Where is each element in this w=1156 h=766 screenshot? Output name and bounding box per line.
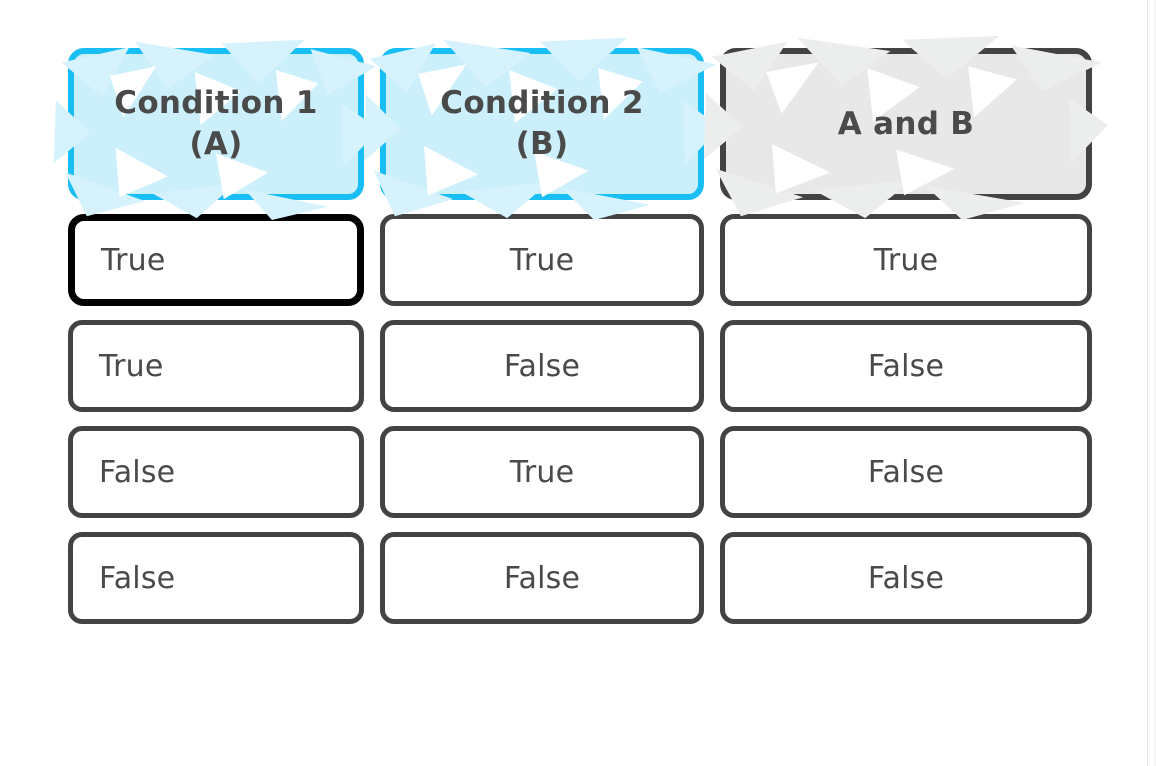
column-header-condition-2[interactable]: Condition 2(B) <box>364 37 720 220</box>
page-right-edge <box>1147 0 1148 766</box>
table-cell-result[interactable]: True <box>720 214 1092 306</box>
cell-value: True <box>101 242 166 278</box>
cell-value: False <box>503 348 581 384</box>
cell-value: False <box>503 560 581 596</box>
page-scrollbar-track[interactable] <box>1154 0 1156 766</box>
table-cell-condition-2[interactable]: True <box>380 426 704 518</box>
table-cell-condition-2[interactable]: False <box>380 320 704 412</box>
cell-value: False <box>867 454 945 490</box>
cell-value: True <box>873 242 939 278</box>
cell-value: True <box>509 242 575 278</box>
column-header-label: Condition 2(B) <box>440 85 644 162</box>
table-cell-condition-2[interactable]: True <box>380 214 704 306</box>
table-cell-condition-2[interactable]: False <box>380 532 704 624</box>
table-cell-condition-1[interactable]: False <box>68 426 364 518</box>
table-cell-condition-1[interactable]: True <box>68 214 364 306</box>
cell-value: False <box>99 454 176 490</box>
column-header-condition-1[interactable]: Condition 1(A) <box>53 39 380 220</box>
table-cell-condition-1[interactable]: False <box>68 532 364 624</box>
cell-value: True <box>99 348 164 384</box>
table-cell-result[interactable]: False <box>720 320 1092 412</box>
column-header-label: A and B <box>837 105 975 142</box>
column-header-result[interactable]: A and B <box>704 35 1108 220</box>
truth-table-grid: Condition 1(A) <box>53 35 1108 624</box>
column-header-label: Condition 1(A) <box>114 85 318 162</box>
table-cell-condition-1[interactable]: True <box>68 320 364 412</box>
cell-value: False <box>99 560 176 596</box>
cell-value: True <box>509 454 575 490</box>
table-cell-result[interactable]: False <box>720 532 1092 624</box>
cell-value: False <box>867 560 945 596</box>
cell-value: False <box>867 348 945 384</box>
table-cell-result[interactable]: False <box>720 426 1092 518</box>
